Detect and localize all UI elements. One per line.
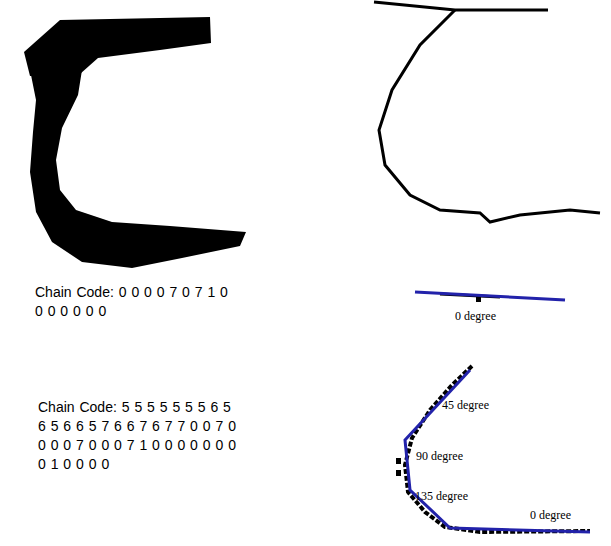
glyph-body: [30, 70, 246, 268]
angle-label: 0 degree: [453, 309, 498, 323]
skeleton-line: [379, 10, 600, 222]
angle-label: 45 degree: [440, 398, 491, 412]
angle-label: 135 degree: [413, 489, 470, 503]
pixel-dot: [396, 470, 401, 476]
pixel-trace: [405, 366, 590, 532]
approx-line: [405, 370, 590, 532]
chain-code-text: Chain Code: 5 5 5 5 5 5 5 6 5 6 5 6 6 5 …: [38, 398, 238, 474]
chain-code-text: Chain Code: 0 0 0 0 7 0 7 1 0 0 0 0 0 0 …: [35, 283, 235, 321]
pixel-dot: [476, 297, 481, 302]
skeleton-line: [374, 2, 548, 10]
pixel-dot: [396, 458, 401, 464]
angle-label: 0 degree: [528, 508, 573, 522]
approx-line: [415, 292, 565, 300]
angle-label: 90 degree: [414, 449, 465, 463]
glyph-top-bar: [24, 17, 211, 76]
